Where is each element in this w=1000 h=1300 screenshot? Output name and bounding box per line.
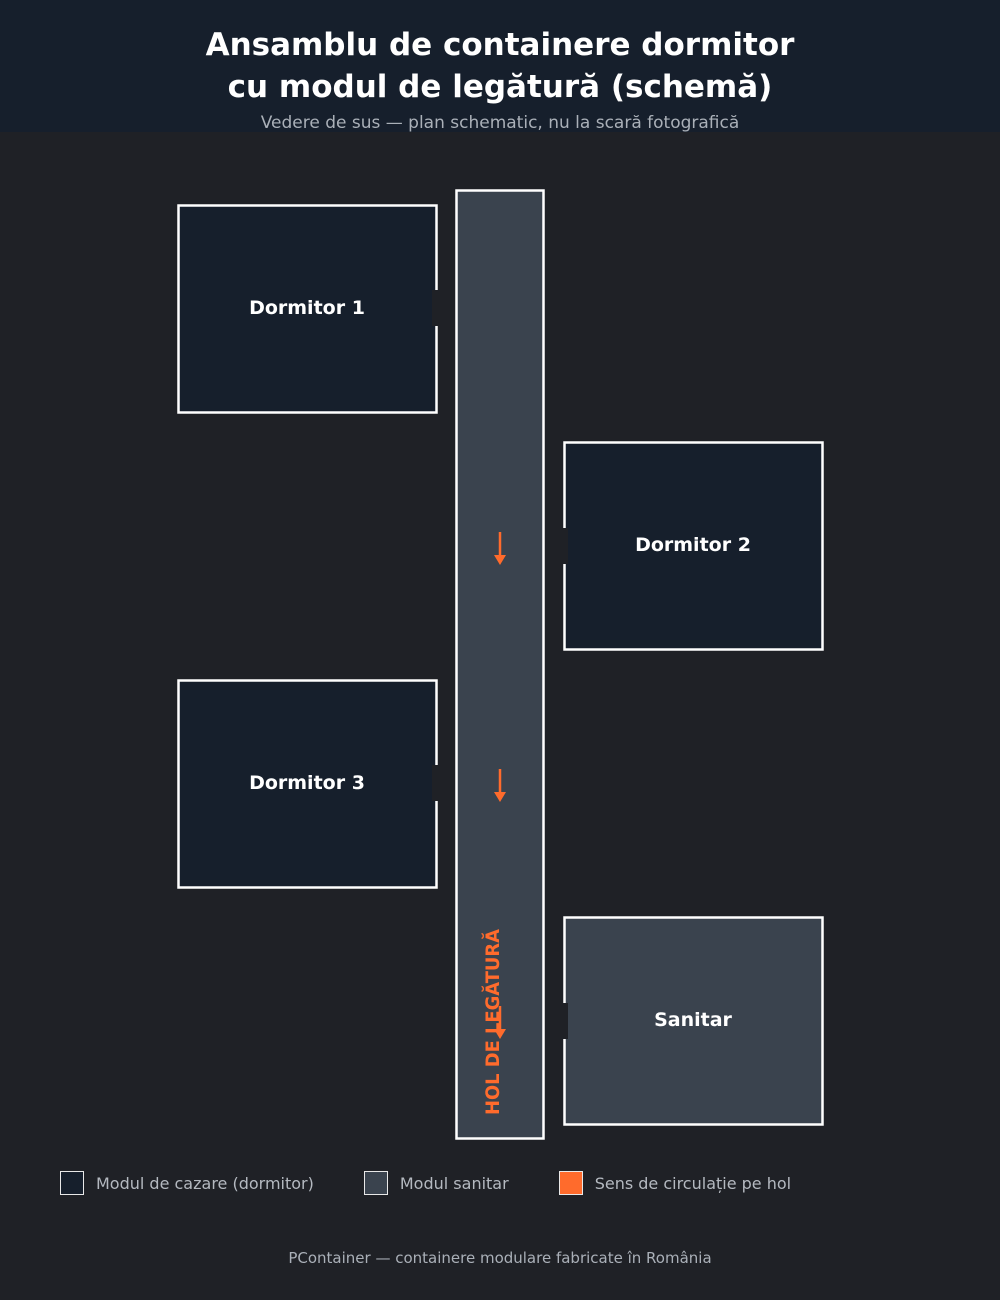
legend-swatch-flow [558,1171,583,1195]
title-line-1: Ansamblu de containere dormitor [205,27,795,63]
flow-arrow-down-icon [494,769,506,802]
module-label: Dormitor 1 [249,297,365,319]
legend-label-flow: Sens de circulație pe hol [594,1173,792,1193]
legend-item-room: Modul de cazare (dormitor) [60,1171,314,1195]
door-connector [554,1003,568,1039]
page-title: Ansamblu de containere dormitor cu modul… [0,24,1000,108]
module-label: Dormitor 3 [249,772,365,794]
header-bar [0,0,1000,132]
legend-swatch-room [60,1171,84,1195]
module-label: Dormitor 2 [635,534,751,556]
legend: Modul de cazare (dormitor) Modul sanitar… [60,1170,841,1196]
corridor-label: HOL DE LEGĂTURĂ [480,929,504,1115]
module-label: Sanitar [654,1009,732,1031]
page-subtitle: Vedere de sus — plan schematic, nu la sc… [260,113,740,133]
module-sanitar: Sanitar [554,916,824,1126]
door-connector [554,528,568,564]
door-connector [432,765,446,801]
footer-text: PContainer — containere modulare fabrica… [288,1249,712,1267]
door-connector [432,290,446,326]
corridor [455,189,545,1140]
legend-item-sanitar: Modul sanitar [363,1171,509,1195]
legend-swatch-sanitar [363,1171,388,1195]
legend-label-sanitar: Modul sanitar [399,1173,509,1193]
title-line-2: cu modul de legătură (schemă) [227,69,773,105]
legend-label-room: Modul de cazare (dormitor) [96,1173,314,1193]
flow-arrow-down-icon [494,532,506,565]
legend-item-flow: Sens de circulație pe hol [558,1171,792,1195]
flow-arrow-down-icon [494,1006,506,1039]
module-dormitor-3: Dormitor 3 [177,679,446,889]
module-dormitor-2: Dormitor 2 [554,441,824,651]
module-dormitor-1: Dormitor 1 [177,204,446,414]
